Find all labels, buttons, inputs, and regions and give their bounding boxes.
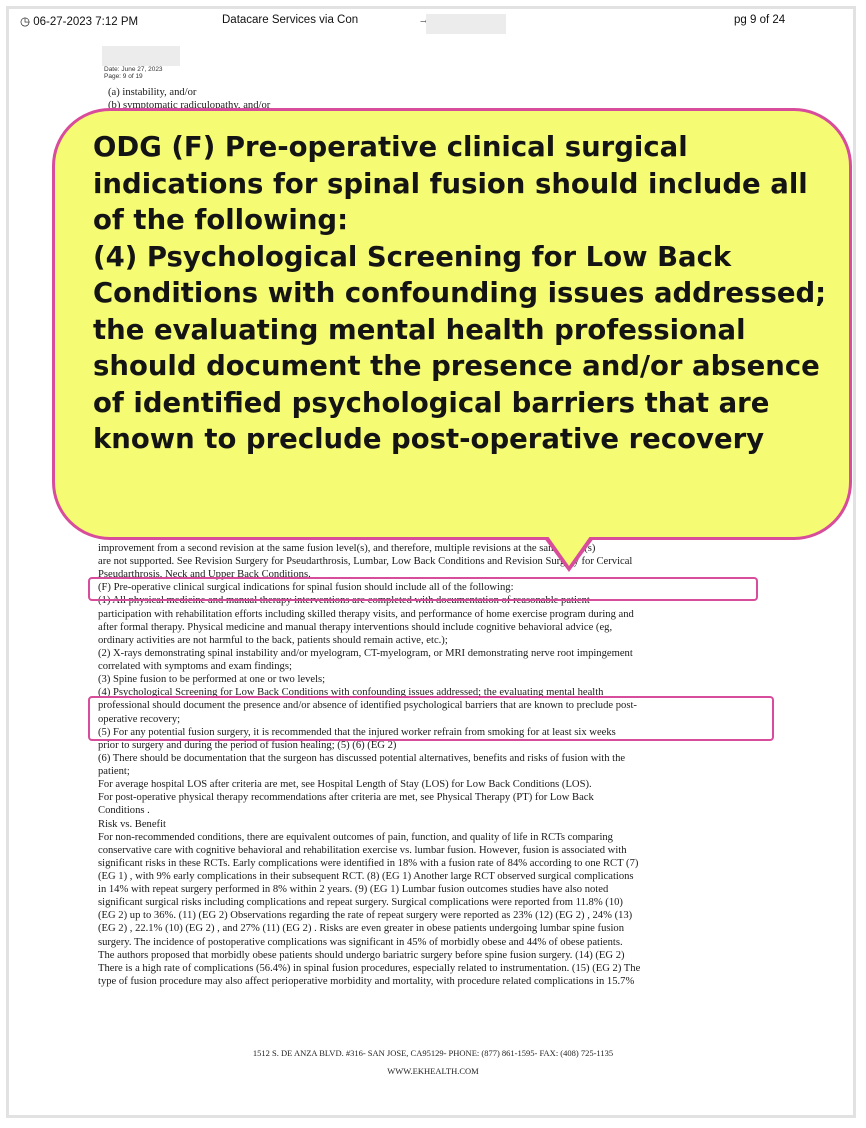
body-line: (2) X-rays demonstrating spinal instabil… xyxy=(98,647,633,659)
clock-icon: ◷ xyxy=(20,16,31,28)
body-line: significant risks in these RCTs. Early c… xyxy=(98,857,639,869)
body-line: (6) There should be documentation that t… xyxy=(98,752,626,764)
callout-bubble: ODG (F) Pre-operative clinical surgical … xyxy=(52,108,852,540)
body-line: ordinary activities are not harmful to t… xyxy=(98,634,448,646)
body-line: prior to surgery and during the period o… xyxy=(98,739,397,751)
fax-header: ◷ 06-27-2023 7:12 PM Datacare Services v… xyxy=(8,14,858,32)
body-line: significant surgical risks including com… xyxy=(98,897,623,909)
body-line: patient; xyxy=(98,766,130,778)
footer-website: WWW.EKHEALTH.COM xyxy=(387,1066,479,1076)
footer-address: 1512 S. DE ANZA BLVD. #316- SAN JOSE, CA… xyxy=(252,1048,614,1058)
criteria-line-a: (a) instability, and/or xyxy=(108,87,197,98)
body-line: Conditions . xyxy=(98,805,150,817)
callout-heading: ODG (F) Pre-operative clinical surgical … xyxy=(93,131,808,236)
body-line: The authors proposed that morbidly obese… xyxy=(98,949,625,961)
document-meta: Date: June 27, 2023 Page: 9 of 19 xyxy=(104,66,163,80)
highlight-box-criteria-4 xyxy=(88,696,774,741)
body-line: professional should document the presenc… xyxy=(98,700,637,712)
document-date: Date: June 27, 2023 xyxy=(104,66,163,73)
fax-sender: Datacare Services via Con xyxy=(222,14,359,26)
fax-page-number: pg 9 of 24 xyxy=(734,14,786,26)
body-line: There is a high rate of complications (5… xyxy=(98,962,641,974)
callout-tail xyxy=(545,532,593,566)
criteria-line-b: (b) symptomatic radiculopathy, and/or xyxy=(108,100,271,111)
body-line: improvement from a second revision at th… xyxy=(98,543,596,554)
fax-arrow: → xyxy=(418,14,430,26)
body-line: (5) For any potential fusion surgery, it… xyxy=(98,726,616,738)
callout-body: (4) Psychological Screening for Low Back… xyxy=(93,240,827,456)
body-line: (EG 2) up to 36%. (11) (EG 2) Observatio… xyxy=(98,910,633,922)
body-line: Pseudarthrosis, Neck and Upper Back Cond… xyxy=(98,569,311,581)
body-line: operative recovery; xyxy=(98,713,181,725)
body-line: conservative care with cognitive behavio… xyxy=(98,844,627,856)
body-line: (3) Spine fusion to be performed at one … xyxy=(98,674,326,686)
body-line: are not supported. See Revision Surgery … xyxy=(98,556,633,568)
body-line: For post-operative physical therapy reco… xyxy=(98,792,594,804)
body-line: Risk vs. Benefit xyxy=(98,818,166,830)
body-line: (EG 1) , with 9% early complications in … xyxy=(98,871,634,882)
redacted-recipient xyxy=(426,14,506,34)
fax-timestamp-text: 06-27-2023 7:12 PM xyxy=(33,16,139,28)
highlight-box-criteria-f xyxy=(88,577,758,601)
body-line: participation with rehabilitation effort… xyxy=(98,608,634,620)
body-line: after formal therapy. Physical medicine … xyxy=(98,621,613,633)
body-line: For non-recommended conditions, there ar… xyxy=(98,831,613,843)
fax-timestamp: ◷ 06-27-2023 7:12 PM xyxy=(20,14,138,28)
document-page: Page: 9 of 19 xyxy=(104,73,143,80)
body-line: correlated with symptoms and exam findin… xyxy=(98,661,292,673)
body-line: (EG 2) , 22.1% (10) (EG 2) , and 27% (11… xyxy=(98,923,625,935)
body-line: type of fusion procedure may also affect… xyxy=(98,975,635,987)
body-line: in 14% with repeat surgery performed in … xyxy=(98,884,609,896)
body-line: surgery. The incidence of postoperative … xyxy=(98,936,623,948)
body-line: For average hospital LOS after criteria … xyxy=(98,779,592,791)
redacted-letterhead xyxy=(102,46,180,66)
body-line: (4) Psychological Screening for Low Back… xyxy=(98,687,604,699)
body-line: (F) Pre-operative clinical surgical indi… xyxy=(98,582,514,594)
